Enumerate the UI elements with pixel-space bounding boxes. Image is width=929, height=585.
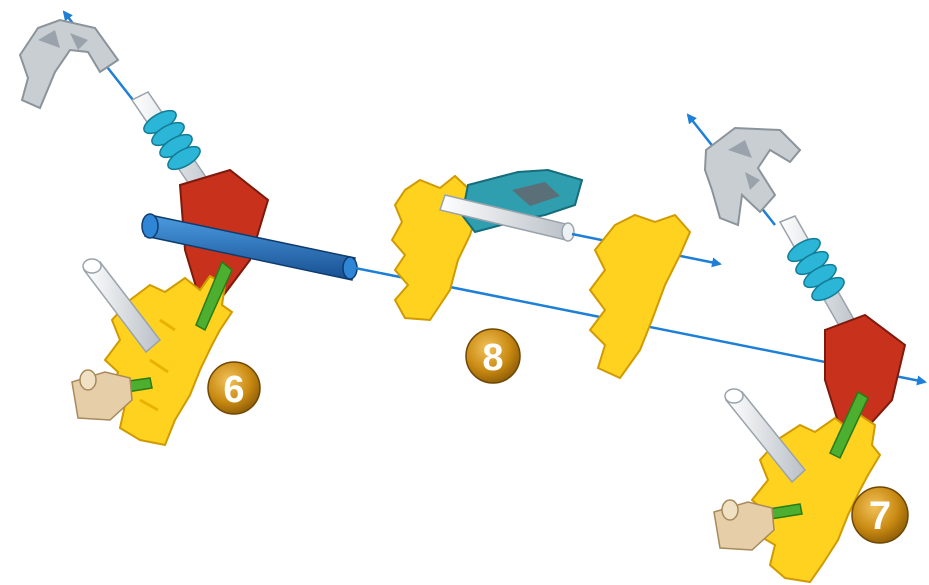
- step-number: 8: [482, 337, 503, 379]
- gear-icon: [590, 215, 690, 378]
- grey-connector-icon: [705, 128, 800, 225]
- step-number: 7: [869, 494, 891, 538]
- red-connector: [825, 315, 905, 430]
- right-assembly: 7: [688, 115, 908, 582]
- step-badge: 6: [208, 362, 260, 414]
- step-number: 6: [223, 369, 244, 411]
- spacer-rod: [780, 216, 860, 338]
- center-assembly: 8: [392, 170, 720, 383]
- grey-connector-icon: [20, 20, 118, 108]
- left-assembly: [20, 12, 357, 445]
- step-badge: 8: [466, 329, 520, 383]
- step-badge: 7: [852, 487, 908, 543]
